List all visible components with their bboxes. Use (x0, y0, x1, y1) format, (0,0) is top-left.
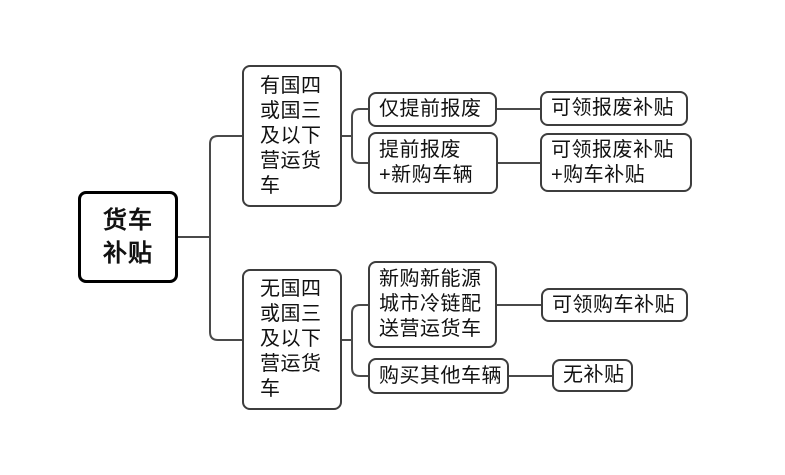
node-only-early-scrap: 仅提前报废 (368, 92, 497, 127)
node-result-scrap-subsidy: 可领报废补贴 (540, 91, 688, 126)
node-root-truck-subsidy: 货车 补贴 (78, 191, 178, 283)
node-result-scrap-plus-purchase-subsidy: 可领报废补贴 +购车补贴 (540, 133, 692, 192)
node-buy-other-vehicle: 购买其他车辆 (368, 358, 509, 394)
connector-branch1-bracket (351, 108, 368, 164)
connector-branch2-bracket (351, 304, 368, 377)
connector-main-bracket (209, 135, 242, 341)
node-has-national-iv-or-below-truck: 有国四 或国三 及以下 营运货 车 (242, 65, 342, 207)
node-result-no-subsidy: 无补贴 (552, 359, 633, 392)
node-new-energy-cold-chain-truck-purchase: 新购新能源 城市冷链配 送营运货车 (368, 261, 497, 348)
node-no-national-iv-or-below-truck: 无国四 或国三 及以下 营运货 车 (242, 269, 342, 410)
node-early-scrap-plus-new-purchase: 提前报废 +新购车辆 (368, 132, 498, 194)
node-result-purchase-subsidy: 可领购车补贴 (541, 288, 688, 322)
